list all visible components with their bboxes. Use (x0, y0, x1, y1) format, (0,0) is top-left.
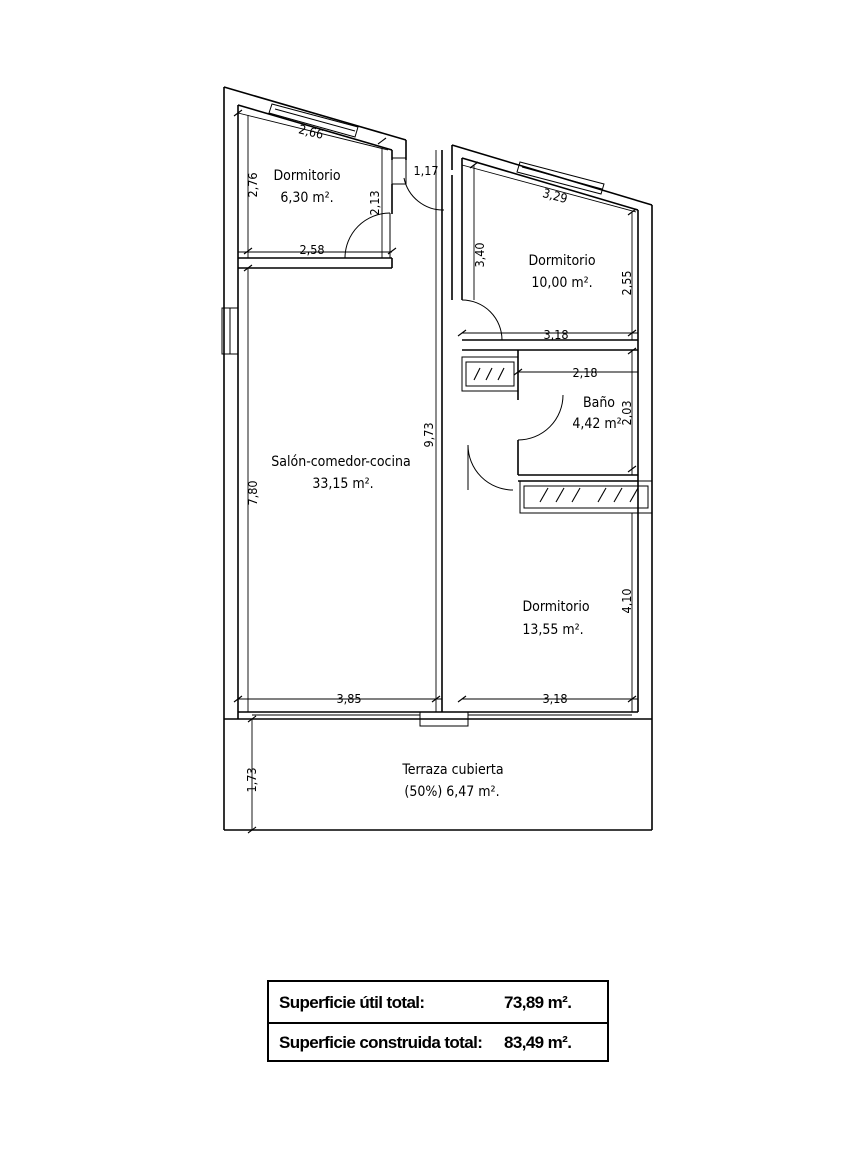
room-area-dormitorio-3: 13,55 m². (522, 622, 583, 638)
room-area-dormitorio-2: 10,00 m². (531, 275, 592, 291)
room-area-terraza: (50%) 6,47 m². (404, 784, 499, 800)
dim-3-85: 3,85 (336, 691, 361, 706)
dim-2-66: 2,66 (297, 121, 325, 142)
room-area-salon: 33,15 m². (312, 476, 373, 492)
dim-4-10: 4,10 (619, 588, 634, 613)
windows (221, 103, 632, 716)
interior-walls (238, 140, 653, 727)
room-area-bano: 4,42 m² (572, 416, 621, 432)
dim-1-73: 1,73 (244, 767, 259, 792)
dim-1-17: 1,17 (413, 163, 438, 178)
dim-2-03: 2,03 (619, 400, 634, 425)
room-name-bano: Baño (583, 395, 615, 411)
room-name-terraza: Terraza cubierta (401, 762, 503, 778)
dim-2-18: 2,18 (572, 365, 597, 380)
room-name-dormitorio-1: Dormitorio (273, 168, 340, 184)
room-name-salon: Salón-comedor-cocina (271, 454, 410, 470)
dim-2-13: 2,13 (367, 190, 382, 215)
util-total-label: Superficie útil total: (279, 993, 425, 1012)
dim-2-55: 2,55 (619, 270, 634, 295)
summary-row-construida: Superficie construida total: 83,49 m². (269, 1022, 607, 1062)
dimension-labels: 2,66 2,76 2,13 1,17 2,58 3,29 3,40 2,55 … (244, 121, 634, 792)
summary-row-util: Superficie útil total: 73,89 m². (269, 982, 607, 1024)
dim-2-76: 2,76 (245, 172, 260, 197)
dim-3-18-top: 3,18 (543, 327, 568, 342)
construida-total-label: Superficie construida total: (279, 1033, 483, 1052)
dimension-lines (233, 109, 638, 834)
area-summary-table: Superficie útil total: 73,89 m². Superfi… (267, 980, 609, 1062)
dim-3-29: 3,29 (541, 185, 569, 206)
dim-3-40: 3,40 (472, 242, 487, 267)
dim-2-58: 2,58 (299, 242, 324, 257)
room-name-dormitorio-2: Dormitorio (528, 253, 595, 269)
room-name-dormitorio-3: Dormitorio (522, 599, 589, 615)
room-area-dormitorio-1: 6,30 m². (280, 190, 333, 206)
room-labels: Dormitorio 6,30 m². Dormitorio 10,00 m².… (271, 168, 621, 800)
dim-3-18-bottom: 3,18 (542, 691, 567, 706)
dim-9-73: 9,73 (421, 422, 436, 447)
construida-total-value: 83,49 m². (504, 1033, 572, 1052)
util-total-value: 73,89 m². (504, 993, 572, 1012)
dim-7-80: 7,80 (245, 480, 260, 505)
